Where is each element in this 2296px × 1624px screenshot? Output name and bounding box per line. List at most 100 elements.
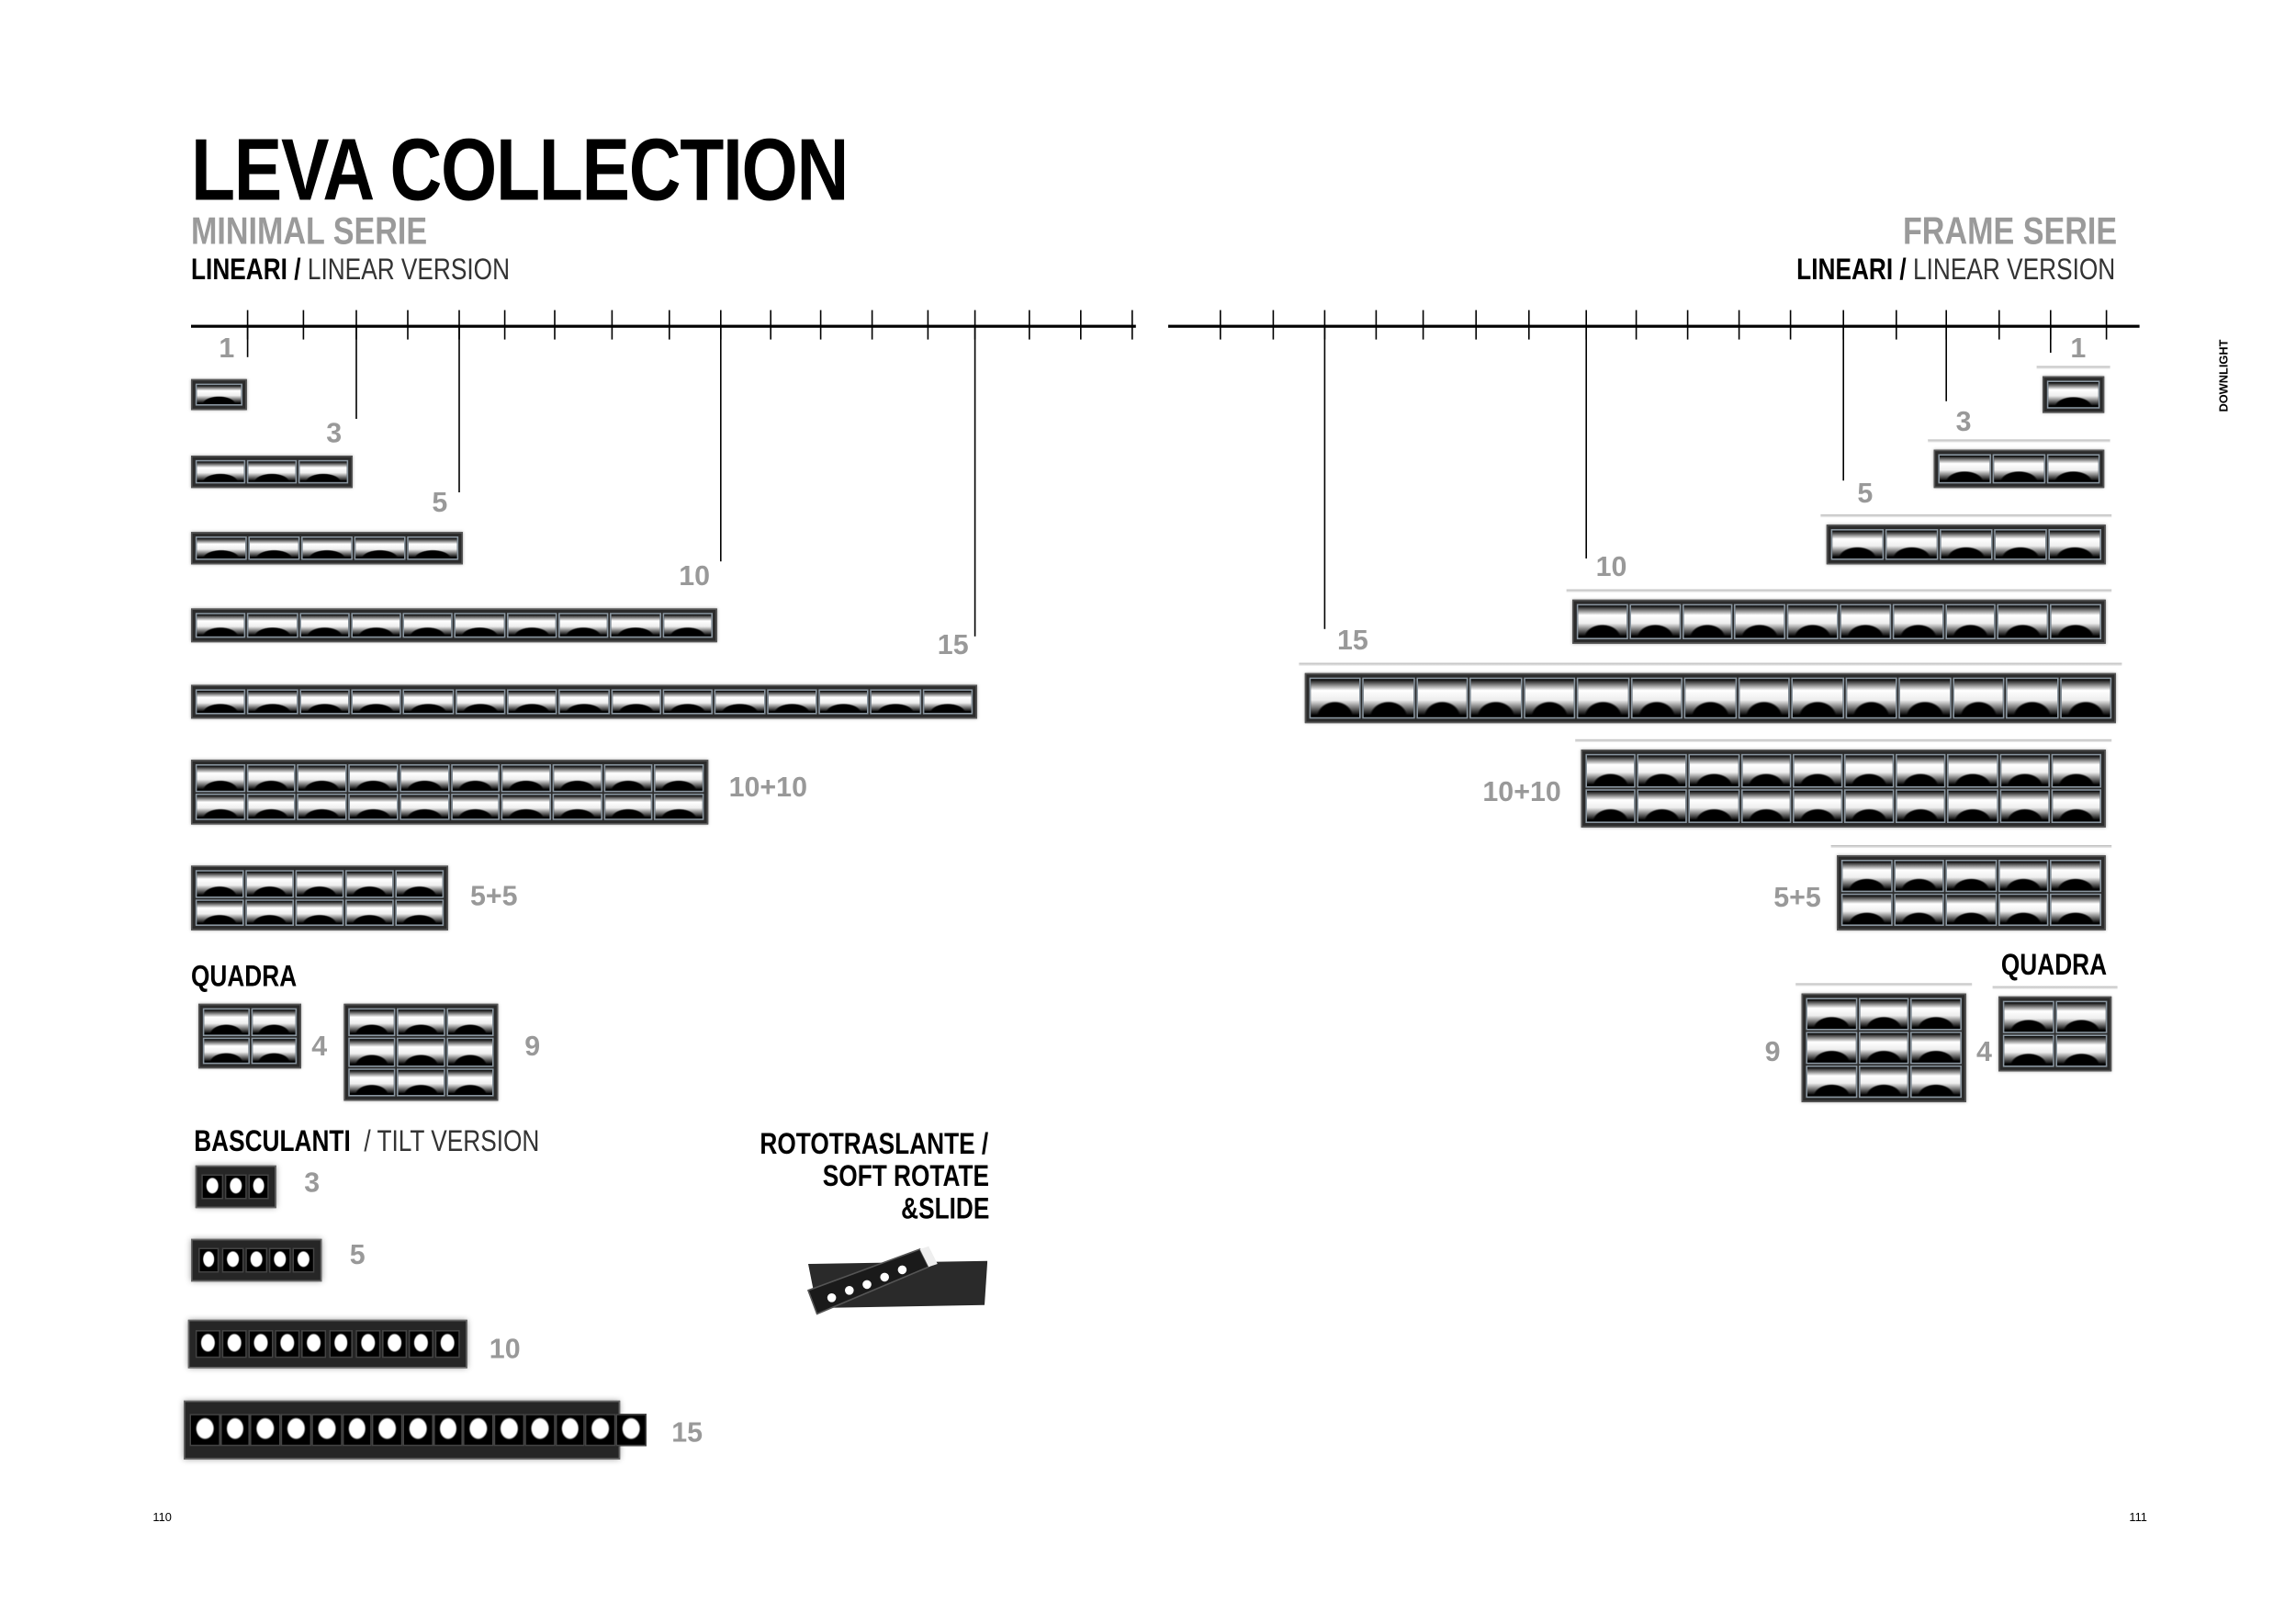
- led-module: [1893, 860, 1945, 893]
- led-module: [1629, 603, 1681, 639]
- minimal-fixture-1: [191, 378, 247, 411]
- roto-line-2: SOFT ROTATE: [822, 1161, 989, 1194]
- tilt-bold: BASCULANTI: [194, 1125, 351, 1158]
- led-module: [1844, 789, 1895, 823]
- led-module: [611, 689, 661, 715]
- minimal-fixture-5: [191, 532, 463, 565]
- led-module: [1940, 529, 1993, 560]
- ruler-leader-line: [1945, 324, 1948, 401]
- ruler-leader-line: [246, 324, 249, 357]
- led-module: [250, 1008, 298, 1036]
- minimal-fixture-4: [198, 1003, 301, 1069]
- tilt-count-label: 5: [349, 1240, 366, 1271]
- led-module: [766, 689, 817, 715]
- ruler-tick: [819, 310, 822, 340]
- spot-module: [615, 1413, 647, 1448]
- led-module: [654, 793, 704, 820]
- led-module: [1998, 860, 2050, 893]
- minimal-linear-light: LINEAR VERSION: [307, 254, 511, 287]
- led-module: [552, 793, 602, 820]
- led-module: [247, 689, 298, 715]
- led-module: [1840, 893, 1893, 926]
- spot-module: [197, 1248, 220, 1272]
- ruler-tick: [2105, 310, 2108, 340]
- frame-fixture-5+5: [1837, 855, 2106, 930]
- fixture-count-label: 10+10: [728, 773, 807, 805]
- spot-module: [195, 1330, 220, 1359]
- tilt-light: / TILT VERSION: [364, 1125, 540, 1158]
- spot-module: [328, 1330, 354, 1359]
- led-module: [501, 793, 551, 820]
- led-module: [1898, 677, 1952, 719]
- led-module: [1740, 753, 1792, 788]
- fixture-count-label: 5+5: [1773, 883, 1821, 915]
- led-module: [1689, 789, 1739, 823]
- led-module: [301, 536, 353, 560]
- frame-fixture-15: [1304, 672, 2116, 724]
- frame-quadra-heading: QUADRA: [1978, 950, 2107, 982]
- led-module: [195, 383, 242, 406]
- led-module: [298, 459, 349, 484]
- fixture-count-label: 4: [1976, 1037, 1992, 1069]
- led-module: [1998, 893, 2050, 926]
- led-module: [195, 689, 246, 715]
- led-module: [245, 870, 294, 897]
- led-module: [1786, 603, 1839, 639]
- led-module: [1858, 1066, 1909, 1099]
- ruler-tick: [1272, 310, 1275, 340]
- frame-edge: [2036, 366, 2110, 369]
- led-module: [1992, 454, 2046, 484]
- ruler-tick: [1896, 310, 1897, 340]
- led-module: [1637, 753, 1688, 788]
- led-module: [399, 793, 449, 820]
- spot-module: [201, 1175, 224, 1199]
- led-module: [1896, 789, 1947, 823]
- roto-line-3: &SLIDE: [900, 1193, 989, 1226]
- tilt-fixture-15: [184, 1400, 647, 1460]
- minimal-fixture-10: [191, 608, 717, 643]
- frame-edge: [1830, 845, 2112, 849]
- led-module: [455, 689, 506, 715]
- spot-module: [342, 1413, 373, 1448]
- ruler-tick: [1998, 310, 2000, 340]
- led-module: [1947, 789, 1998, 823]
- led-module: [552, 764, 602, 792]
- frame-fixture-10: [1572, 599, 2106, 644]
- led-module: [2050, 893, 2101, 926]
- led-module: [1998, 603, 2049, 639]
- led-module: [245, 898, 294, 926]
- led-module: [345, 898, 394, 926]
- fixture-count-label: 15: [1337, 626, 1368, 658]
- minimal-serie-heading: MINIMAL SERIE: [191, 211, 479, 250]
- led-module: [295, 898, 344, 926]
- spot-module: [248, 1175, 270, 1199]
- led-module: [1938, 454, 1991, 484]
- led-module: [1791, 677, 1844, 719]
- minimal-quadra-text: QUADRA: [191, 961, 298, 994]
- led-module: [1998, 753, 2050, 788]
- led-module: [246, 764, 297, 792]
- led-module: [1944, 603, 1997, 639]
- led-module: [348, 1008, 396, 1037]
- led-module: [1585, 753, 1637, 788]
- led-module: [195, 898, 244, 926]
- frame-linear-light: LINEAR VERSION: [1913, 254, 2116, 287]
- spot-module: [463, 1413, 494, 1448]
- frame-edge: [1928, 439, 2110, 443]
- led-module: [455, 613, 506, 638]
- tilt-heading: BASCULANTI / TILT VERSION: [194, 1126, 615, 1158]
- led-module: [395, 870, 445, 897]
- led-module: [1806, 998, 1857, 1031]
- title-text: LEVA COLLECTION: [191, 120, 849, 220]
- led-module: [1845, 677, 1897, 719]
- led-module: [1947, 753, 1998, 788]
- ruler-leader-line: [1842, 324, 1845, 481]
- minimal-quadra-heading: QUADRA: [191, 961, 320, 993]
- led-module: [818, 689, 870, 715]
- led-module: [402, 613, 454, 638]
- led-module: [1806, 1066, 1857, 1099]
- led-module: [2050, 860, 2101, 893]
- led-module: [1576, 603, 1628, 639]
- ruler-tick: [871, 310, 873, 340]
- spot-module: [409, 1330, 434, 1359]
